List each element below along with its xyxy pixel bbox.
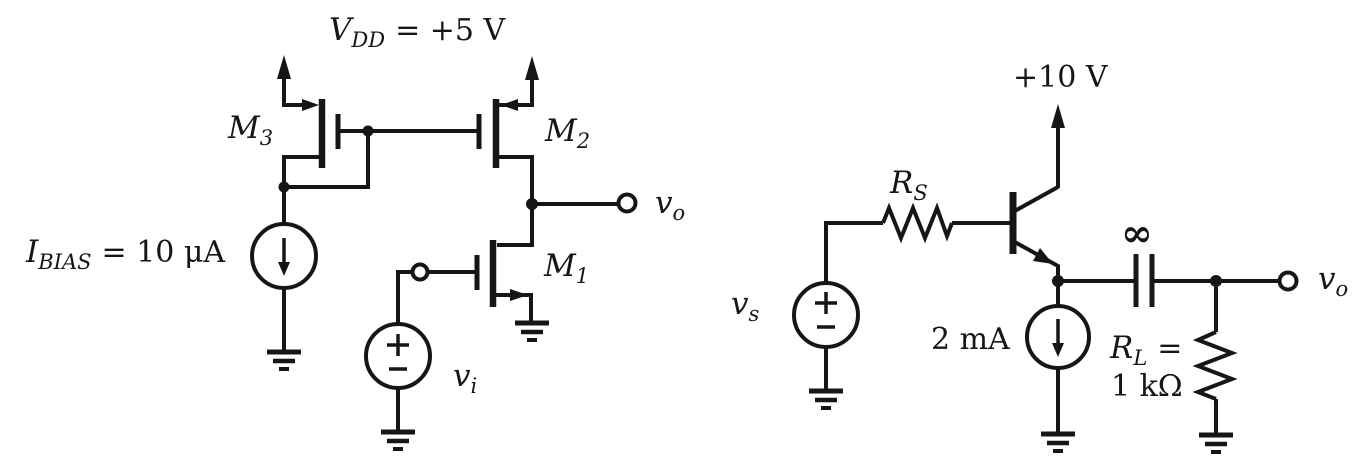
m3-gate-drain-tie-wire [284, 131, 370, 189]
supply-label-right: +10 V [1013, 60, 1109, 95]
m2-label: M2 [544, 113, 590, 153]
input-terminal-left [410, 262, 430, 282]
m1-drain-lead [497, 204, 534, 247]
transistor-m3 [277, 55, 368, 188]
m1-label: M1 [543, 248, 589, 288]
vi-ground [381, 429, 415, 451]
ibias-ground [267, 349, 301, 371]
vo-label-left: vo [655, 185, 685, 225]
coupling-capacitor [1133, 254, 1155, 307]
bias-ground-right [1041, 431, 1075, 453]
vs-ground [809, 388, 843, 410]
transistor-m2 [476, 56, 539, 204]
vi-wire [396, 270, 412, 324]
bias-current-source-right [1025, 304, 1091, 370]
m2-supply-arrowhead [525, 56, 539, 80]
m3-supply-arrowhead [277, 55, 291, 79]
rl-label-line1: RL= [1109, 330, 1182, 370]
rs-to-vs-wire [824, 221, 883, 283]
bjt-collector-lead [1012, 185, 1059, 214]
bjt-emitter-arrowhead [1033, 248, 1053, 264]
bias-arrowhead-right [1052, 343, 1064, 357]
supply-arrowhead-right [1051, 104, 1065, 128]
vs-label: vs [731, 286, 760, 326]
rl-label-line2: 1 kΩ [1111, 369, 1183, 404]
m1-source-ground [515, 320, 549, 342]
rs-resistor [881, 202, 954, 244]
vdd-label: VDD= +5 V [329, 12, 507, 52]
bias-label-right: 2 mA [931, 322, 1010, 357]
m3-source-arrowhead [302, 99, 319, 111]
output-terminal-left [616, 192, 638, 214]
transistor-m1 [428, 204, 534, 323]
m1-source-arrowhead [510, 289, 528, 301]
vo-label-right: vo [1318, 261, 1348, 301]
m3-source-lead [282, 76, 304, 107]
rl-ground [1199, 432, 1233, 454]
vi-voltage-source [364, 322, 432, 390]
m2-source-arrowhead [501, 99, 518, 111]
rs-label: RS [889, 165, 928, 205]
m1-source-lead [493, 293, 533, 323]
ibias-label: IBIAS= 10 μA [25, 234, 225, 274]
output-terminal-right [1277, 270, 1299, 292]
vs-voltage-source [792, 281, 860, 349]
m3-label: M3 [227, 110, 273, 150]
m2-drain-lead [496, 155, 534, 204]
ibias-arrowhead [278, 262, 290, 276]
m3-drain-lead [282, 155, 319, 188]
left-circuit: VDD= +5 V M3 M2 vo [25, 12, 685, 451]
right-circuit: +10 V RS vs 2 [731, 60, 1348, 454]
ibias-current-source [250, 222, 318, 290]
rl-resistor [1192, 330, 1238, 401]
transistor-bjt [952, 185, 1060, 281]
cap-infinity-label: ∞ [1121, 210, 1153, 255]
vi-label: vi [453, 358, 477, 398]
